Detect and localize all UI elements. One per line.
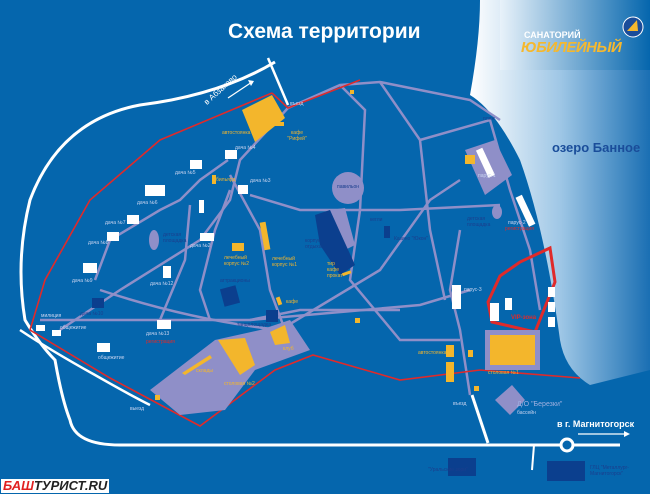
label-dacha-6: дача №6	[137, 200, 158, 206]
logo-backdrop	[500, 0, 650, 70]
label-police: милиция	[41, 313, 62, 319]
page-title: Схема территории	[228, 20, 421, 43]
label-uralskie-zori: "Уральские зори"	[428, 467, 468, 473]
label-billiard: бильярд	[216, 177, 236, 183]
label-dance-floor: танцплощадка	[237, 322, 271, 328]
label-parking-2: автостоянка	[418, 350, 447, 356]
label-canteen-2: столовая №2	[224, 381, 255, 387]
label-glc: ГЛЦ "Металлург-Магнитогорск"	[590, 465, 629, 477]
label-dacha-2: дача №2	[190, 243, 211, 249]
watermark-part1: БАШ	[3, 478, 34, 493]
label-dacha-7: дача №7	[105, 220, 126, 226]
label-courts: корпус отдыха	[305, 238, 322, 250]
label-dacha-3: дача №3	[250, 178, 271, 184]
label-canteen-1: столовая №1	[488, 370, 519, 376]
territory-boundary	[29, 92, 581, 427]
label-kegli: кегли	[370, 217, 383, 223]
label-dacha-4: дача №4	[235, 145, 256, 151]
label-warehouse: склады	[196, 368, 213, 374]
label-registration-2: регистрация	[505, 226, 534, 232]
road-abzakovo	[19, 60, 620, 447]
watermark-part2: ТУРИСТ.RU	[33, 478, 108, 493]
label-playground: детская площадка	[163, 232, 187, 244]
label-registration: регистрация	[146, 339, 175, 345]
label-dacha-13: дача №13	[146, 331, 170, 337]
label-dacha-10: дача №10	[80, 311, 104, 317]
label-berezki: Д/О "Березки"	[517, 401, 563, 408]
label-cafe: кафе	[286, 299, 298, 305]
road-label-magnitogorsk: в г. Магнитогорск	[557, 419, 635, 429]
label-playground-2: детская площадка	[467, 216, 491, 228]
label-entrance: въезд	[290, 101, 304, 107]
label-pavilion: павильон	[337, 184, 360, 190]
label-parus-2: парус-2	[508, 220, 526, 226]
label-casino: Казино "Юкон"	[394, 236, 429, 242]
road-side	[19, 328, 151, 407]
logo-name: ЮБИЛЕЙНЫЙ	[521, 39, 622, 56]
label-vip-zone: VIP-зона	[511, 315, 537, 321]
label-club: клуб	[283, 346, 294, 352]
label-parus-3: парус-3	[464, 287, 482, 293]
label-shooting-cafe-rental: тир кафе прокат	[327, 261, 343, 279]
vip-boundary	[486, 245, 557, 334]
lake	[470, 0, 650, 385]
label-dorm-2: общежитие	[98, 355, 125, 361]
label-pool: бассейн	[517, 410, 536, 416]
label-entrance-2: въезд	[453, 401, 467, 407]
logo-sanatorium: САНАТОРИЙ	[524, 30, 581, 40]
label-beach: пляж	[483, 116, 495, 122]
label-parus-1: парус-1	[478, 173, 496, 179]
label-attractions: аттракционы	[220, 278, 250, 284]
label-dacha-12: дача №12	[150, 281, 174, 287]
watermark-logo: БАШТУРИСТ.RU	[1, 478, 110, 493]
label-parking: автостоянка	[222, 130, 251, 136]
label-medical-2: лечебный корпус №2	[224, 255, 249, 267]
label-dacha-8: дача №8	[88, 240, 109, 246]
label-exit: выезд	[130, 406, 145, 412]
roundabout	[559, 437, 575, 453]
label-dacha-9: дача №9	[72, 278, 93, 284]
label-medical-1: лечебный корпус №1	[272, 256, 297, 268]
label-dorm-1: общежитие	[60, 325, 87, 331]
label-dacha-5: дача №5	[175, 170, 196, 176]
label-cafe-rifey: кафе "Рифей"	[287, 130, 307, 142]
lake-label: озеро Банное	[552, 140, 641, 155]
